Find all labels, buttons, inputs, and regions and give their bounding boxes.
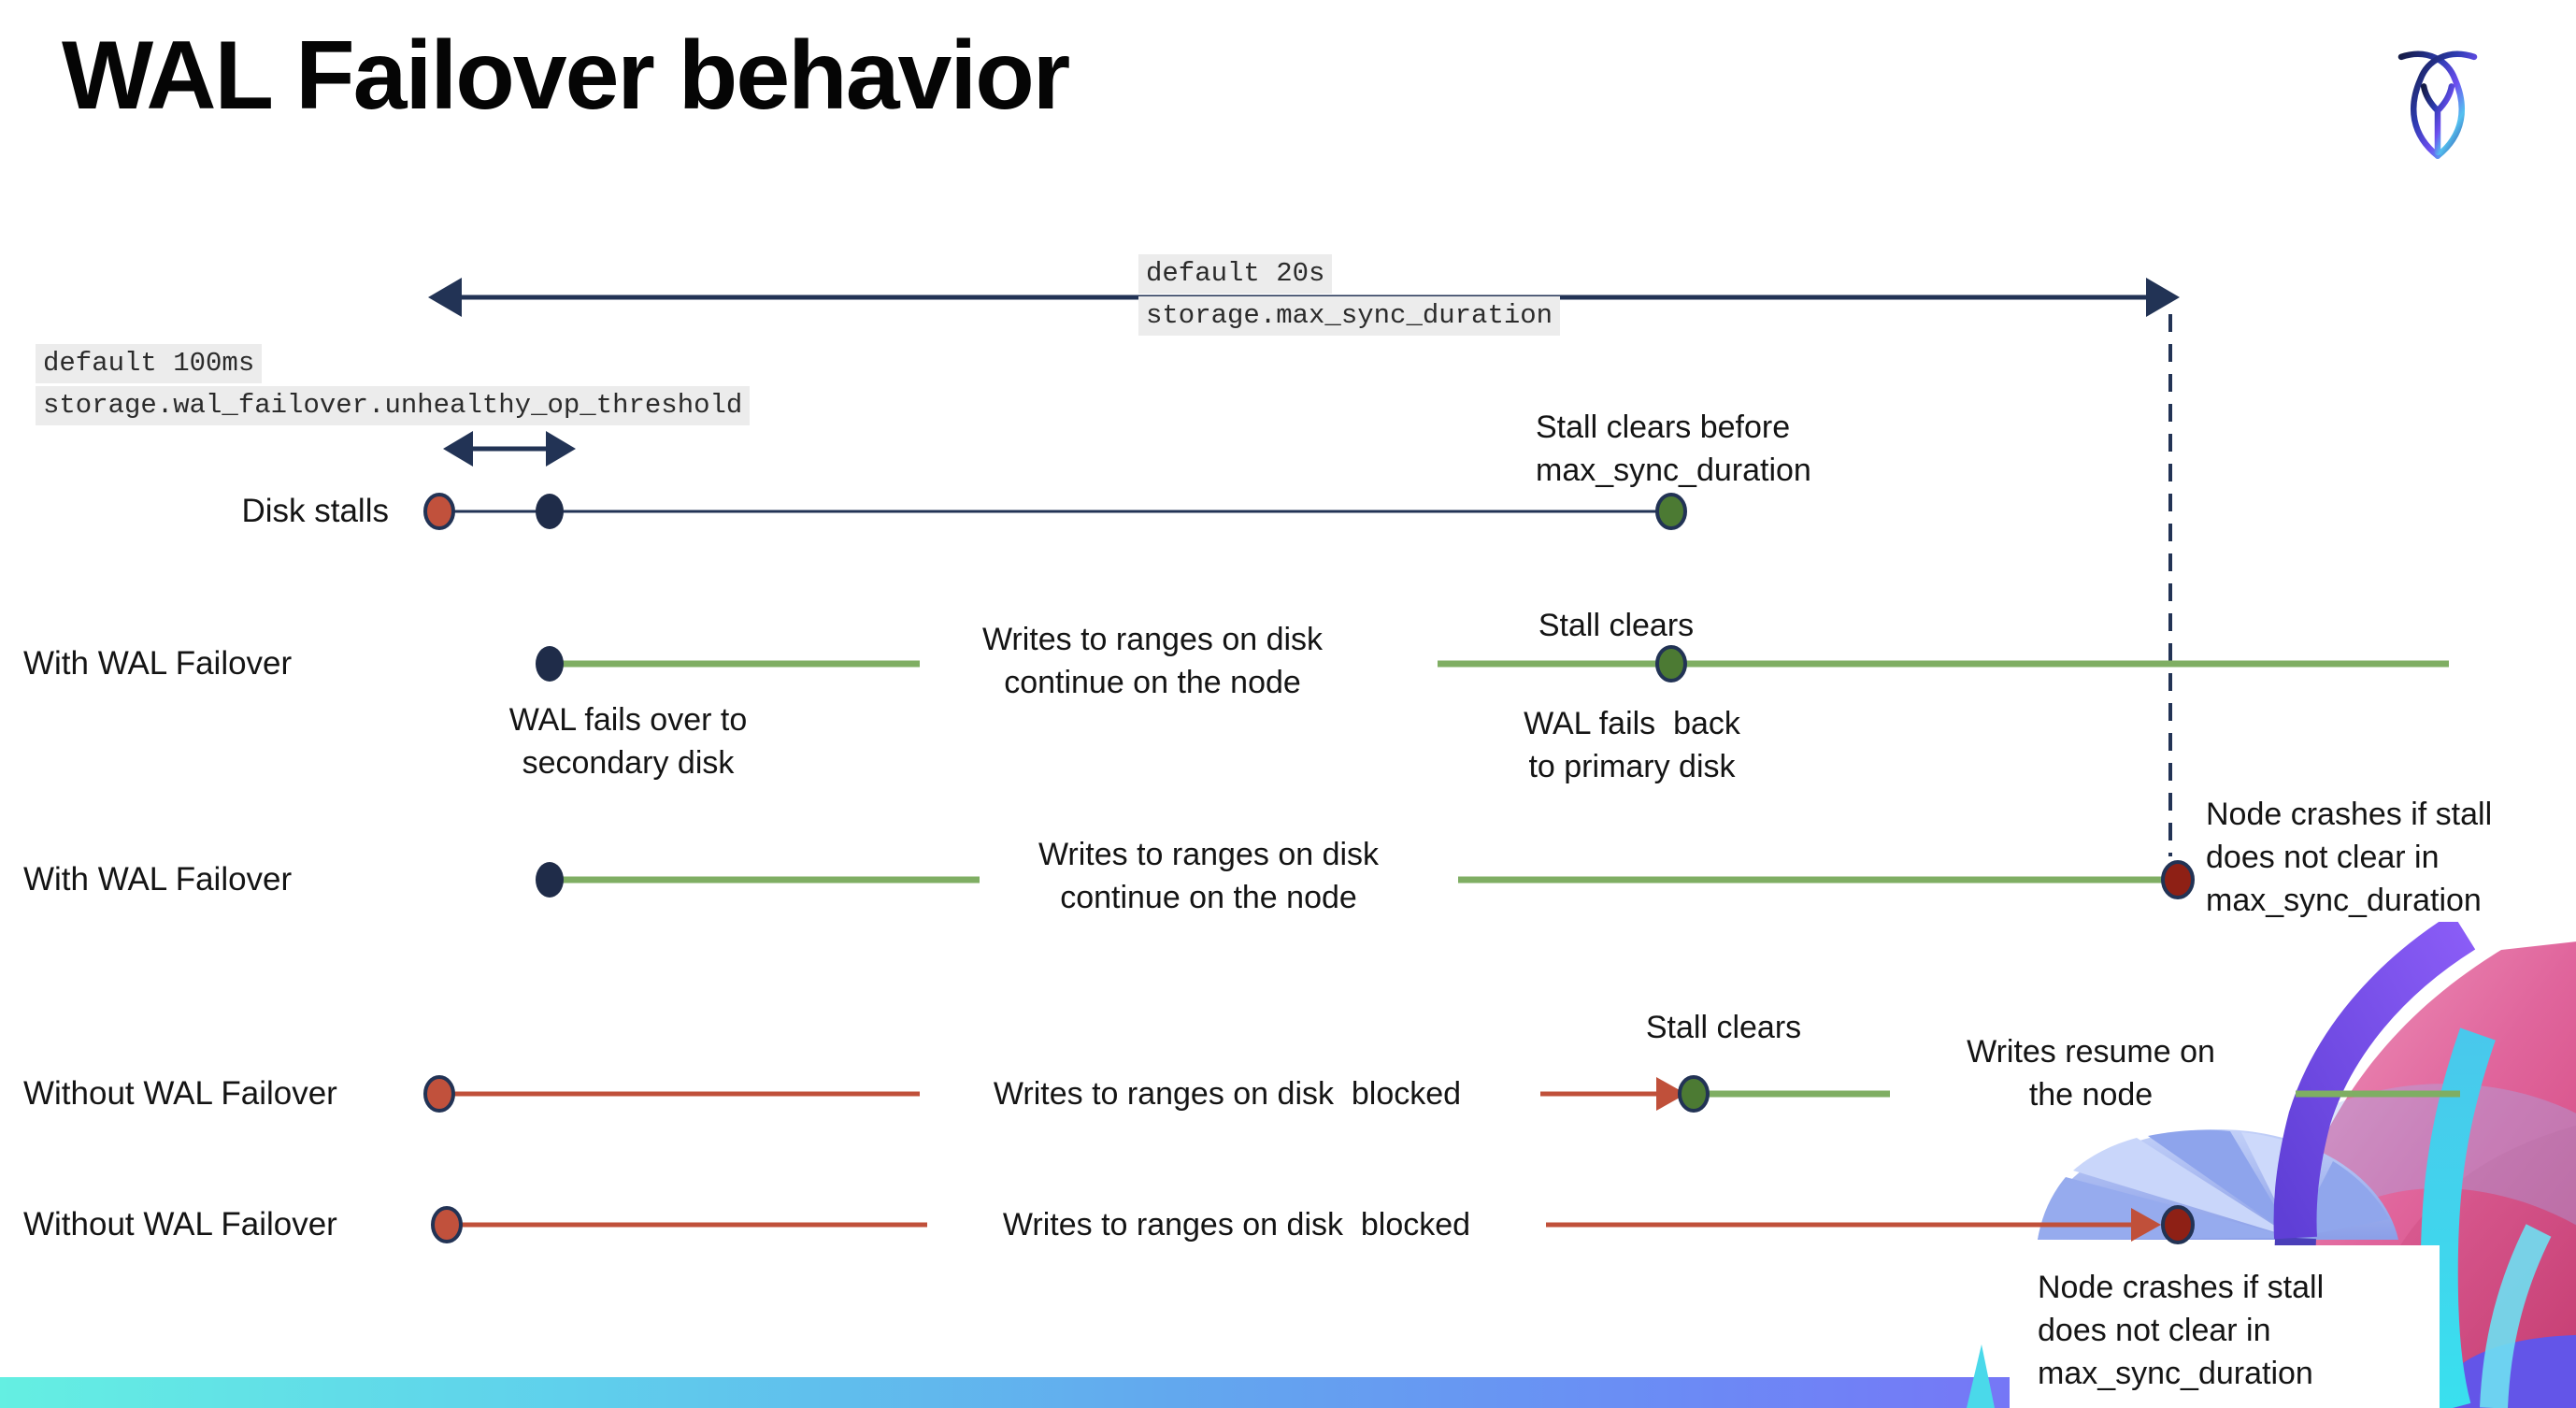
page-title: WAL Failover behavior: [62, 22, 1070, 130]
setting-name: storage.max_sync_duration: [1138, 296, 1561, 336]
anno-stall-clears-row4: Stall clears: [1645, 1010, 1802, 1045]
failover-dot-row3: [536, 862, 564, 898]
setting-name: storage.wal_failover.unhealthy_op_thresh…: [36, 386, 751, 425]
crash-note-box: Node crashes if stall does not clear in …: [2010, 1245, 2440, 1408]
row-label-with-failover-1: With WAL Failover: [23, 645, 293, 682]
row-label-disk-stalls: Disk stalls: [241, 493, 389, 529]
anno-writes-continue-row2: Writes to ranges on disk continue on the…: [981, 622, 1324, 700]
row-label-with-failover-2: With WAL Failover: [23, 861, 293, 898]
umbrella-ray: [2073, 1138, 2294, 1238]
anno-wal-fails-back: WAL fails back to primary disk: [1524, 706, 1740, 784]
anno-writes-blocked-row5: Writes to ranges on disk blocked: [1002, 1207, 1471, 1243]
setting-default-value: default 100ms: [36, 344, 263, 383]
cyan-sliver-shape: [1967, 1344, 1995, 1408]
disk-stall-dot-row4: [423, 1075, 455, 1113]
umbrella-ray: [2148, 1129, 2294, 1238]
node-crash-dot-row3: [2161, 860, 2195, 899]
umbrella-ray: [2294, 1161, 2389, 1238]
setting-default-value: default 20s: [1138, 254, 1333, 294]
disk-stall-start-dot: [423, 493, 455, 530]
anno-stall-clears-before: Stall clears before max_sync_duration: [1536, 409, 1811, 488]
threshold-reached-dot: [536, 494, 564, 529]
anno-wal-fails-over: WAL fails over to secondary disk: [508, 702, 748, 781]
anno-writes-blocked-row4: Writes to ranges on disk blocked: [993, 1076, 1462, 1112]
row-label-without-failover-2: Without WAL Failover: [23, 1206, 337, 1243]
anno-writes-resume: Writes resume on the node: [1967, 1034, 2215, 1113]
anno-node-crashes-row3: Node crashes if stall does not clear in …: [2206, 797, 2493, 918]
stall-clears-dot-row2: [1655, 645, 1687, 682]
stall-clears-dot-row4: [1678, 1075, 1710, 1113]
row4-blocked-arrow: [1540, 1077, 1686, 1111]
unhealthy-op-threshold-setting: default 100ms storage.wal_failover.unhea…: [36, 344, 751, 425]
stall-clears-dot-row1: [1655, 493, 1687, 530]
cyan-arc-shape: [2480, 1224, 2552, 1408]
failover-dot-row2: [536, 646, 564, 682]
anno-writes-continue-row3: Writes to ranges on disk continue on the…: [1038, 837, 1380, 915]
anno-stall-clears-row2: Stall clears: [1538, 608, 1695, 643]
max-sync-duration-setting: default 20s storage.max_sync_duration: [1138, 254, 1561, 336]
cockroachdb-logo-icon: [2397, 50, 2478, 159]
purple-band-shape: [2273, 922, 2476, 1240]
disk-stall-dot-row5: [431, 1206, 463, 1243]
unhealthy-op-threshold-arrow: [443, 431, 576, 467]
crash-note-without-failover: Node crashes if stall does not clear in …: [2038, 1270, 2325, 1391]
row-label-without-failover-1: Without WAL Failover: [23, 1075, 337, 1112]
